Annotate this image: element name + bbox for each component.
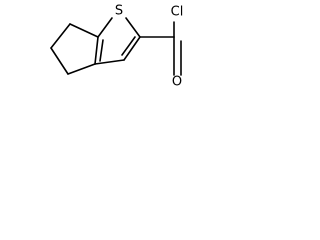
bond-c4-c2	[67, 63, 96, 75]
bond-c3-c7	[123, 36, 141, 61]
bond-s-c3	[125, 17, 141, 38]
bond-c7-c2	[94, 59, 125, 65]
bond-c1-s	[97, 17, 113, 38]
chemical-structure-diagram: S Cl O	[50, 4, 184, 89]
bond-c1-c2-inner	[99, 39, 104, 62]
atom-label-sulfur: S	[115, 4, 123, 19]
bond-c6-c5	[50, 23, 71, 49]
bond-c1-c2	[94, 36, 99, 65]
bond-c3-c7-inner	[121, 36, 136, 56]
bond-c1-c6	[69, 23, 99, 38]
atom-label-oxygen: O	[172, 75, 182, 89]
bond-c5-c4	[50, 47, 69, 75]
atom-label-chlorine: Cl	[171, 5, 184, 20]
